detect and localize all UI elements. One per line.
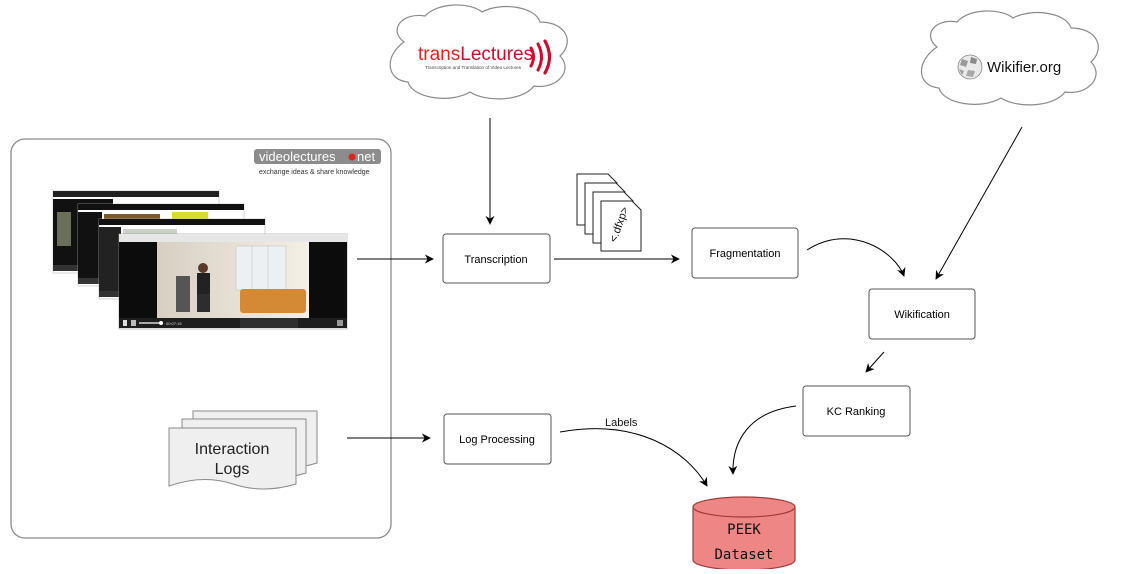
interaction-logs: Interaction Logs bbox=[168, 410, 318, 490]
wikifier-cloud: Wikifier.org bbox=[920, 10, 1099, 106]
kc-ranking-label: KC Ranking bbox=[827, 406, 886, 418]
wikifier-label: Wikifier.org bbox=[987, 59, 1061, 76]
translectures-brand-part1: trans bbox=[418, 44, 460, 65]
interaction-logs-line1: Interaction bbox=[195, 441, 270, 458]
wikification-label: Wikification bbox=[894, 309, 950, 321]
speaker-head bbox=[198, 263, 208, 273]
progress-bar bbox=[139, 322, 163, 324]
videolectures-logo: videolectures net exchange ideas & share… bbox=[254, 149, 381, 176]
videolectures-dot-icon bbox=[348, 153, 356, 161]
translectures-logo: transLectures bbox=[418, 44, 533, 65]
labels-edge-label: Labels bbox=[605, 417, 638, 429]
progress-handle bbox=[159, 321, 163, 325]
video-screenshot-stack: 00:07:15 bbox=[52, 190, 348, 330]
player-controls bbox=[119, 318, 347, 328]
arrow-log-processing-to-dataset bbox=[559, 428, 708, 487]
peek-dataset-line2: Dataset bbox=[714, 547, 773, 563]
interaction-logs-line2: Logs bbox=[215, 461, 250, 478]
videolectures-brand: videolectures bbox=[259, 149, 336, 164]
translectures-tagline: Transcription and Translation of Video L… bbox=[425, 65, 522, 70]
transcription-label: Transcription bbox=[464, 254, 527, 266]
sound-waves-icon bbox=[529, 39, 552, 75]
dfxp-documents: <.dfxp> bbox=[576, 173, 642, 252]
arrow-kc-ranking-to-dataset bbox=[728, 405, 797, 475]
kc-ranking-box: KC Ranking bbox=[802, 385, 911, 437]
play-icon bbox=[123, 320, 127, 326]
fullscreen-icon bbox=[337, 320, 343, 326]
volume-icon bbox=[131, 320, 136, 326]
arrow-wikification-to-kc-ranking bbox=[865, 351, 885, 373]
video-time: 00:07:15 bbox=[166, 321, 182, 326]
edges bbox=[347, 118, 1023, 487]
log-processing-box: Log Processing bbox=[443, 413, 552, 465]
arrow-fragmentation-to-wikification bbox=[806, 238, 906, 277]
video-screenshot-front: 00:07:15 bbox=[118, 233, 348, 330]
peek-dataset-cylinder: PEEK Dataset bbox=[692, 496, 796, 571]
wikipedia-globe-icon bbox=[957, 54, 983, 80]
transcription-box: Transcription bbox=[442, 233, 551, 284]
log-processing-label: Log Processing bbox=[459, 434, 535, 446]
videolectures-tagline: exchange ideas & share knowledge bbox=[259, 169, 370, 176]
translectures-cloud: transLectures Transcription and Translat… bbox=[389, 4, 568, 100]
fragmentation-box: Fragmentation bbox=[691, 227, 799, 279]
fragmentation-label: Fragmentation bbox=[710, 248, 781, 260]
videolectures-brand-suffix: net bbox=[357, 149, 375, 164]
peek-dataset-line1: PEEK bbox=[727, 522, 761, 538]
wikification-box: Wikification bbox=[868, 288, 976, 340]
sofa bbox=[240, 289, 306, 313]
videolectures-panel: videolectures net exchange ideas & share… bbox=[10, 138, 392, 539]
translectures-brand-part2: Lectures bbox=[460, 44, 533, 65]
arrow-wikifier-to-wikification bbox=[935, 126, 1023, 280]
